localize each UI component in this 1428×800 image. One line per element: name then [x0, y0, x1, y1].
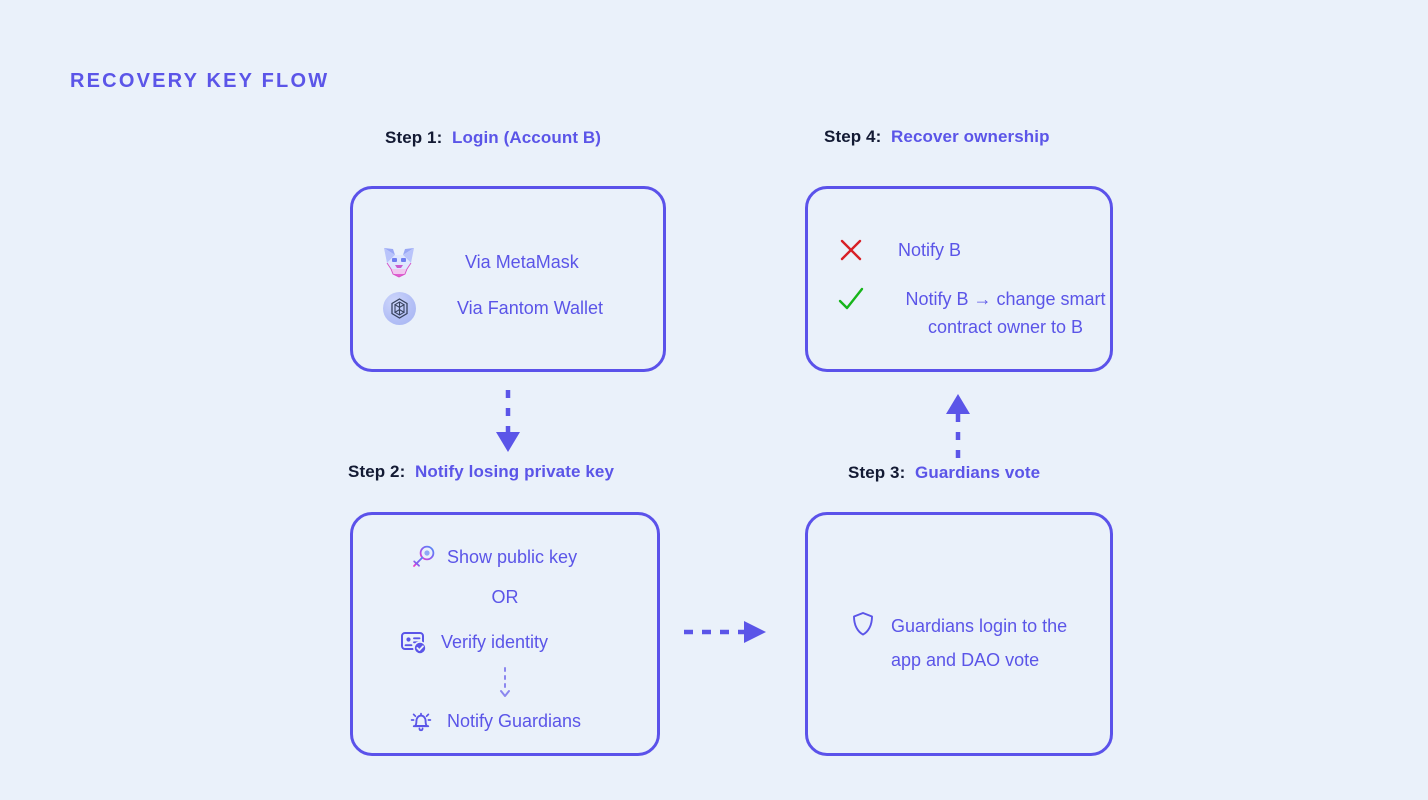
notify-option-show-public-key[interactable]: Show public key — [409, 543, 577, 571]
step-1-label: Step 1: Login (Account B) — [385, 128, 601, 148]
notify-option-verify-identity-label: Verify identity — [441, 631, 549, 652]
x-mark-icon — [836, 235, 866, 265]
step-2-name: Notify losing private key — [415, 462, 615, 481]
step-4-label: Step 4: Recover ownership — [824, 127, 1050, 147]
metamask-fox-icon — [381, 244, 417, 280]
login-option-fantom[interactable]: Via Fantom Wallet — [381, 290, 603, 326]
step-4-name: Recover ownership — [891, 127, 1050, 146]
id-card-verified-icon — [399, 627, 429, 657]
login-option-fantom-label: Via Fantom Wallet — [457, 297, 604, 318]
notify-option-notify-guardians-label: Notify Guardians — [447, 710, 582, 731]
notify-option-verify-identity[interactable]: Verify identity — [399, 627, 548, 657]
recover-option-accept-label: Notify B → change smart contract owner t… — [905, 289, 1106, 337]
page-title: RECOVERY KEY FLOW — [70, 70, 330, 92]
notify-or-label: OR — [491, 587, 519, 607]
recover-option-accept[interactable]: Notify B → change smart contract owner t… — [836, 285, 1113, 341]
login-option-metamask[interactable]: Via MetaMask — [381, 244, 579, 280]
guardians-vote-label: Guardians login to the app and DAO vote — [891, 616, 1068, 670]
recover-option-reject-label: Notify B — [898, 239, 962, 260]
step-3-index: Step 3: — [848, 463, 911, 482]
guardians-vote-item[interactable]: Guardians login to the app and DAO vote — [850, 609, 1096, 677]
shield-icon — [850, 611, 876, 637]
step-1-box[interactable]: Via MetaMask Via Fantom Wallet — [350, 186, 666, 372]
step-1-index: Step 1: — [385, 128, 448, 147]
step-1-name: Login (Account B) — [452, 128, 602, 147]
step-3-box[interactable]: Guardians login to the app and DAO vote — [805, 512, 1113, 756]
notify-option-show-public-key-label: Show public key — [447, 546, 578, 567]
notify-or-separator: OR — [353, 587, 657, 608]
step-4-index: Step 4: — [824, 127, 887, 146]
step-3-label: Step 3: Guardians vote — [848, 463, 1040, 483]
recover-option-reject[interactable]: Notify B — [836, 235, 961, 265]
connector-step3-to-step4 — [930, 388, 986, 465]
step-3-name: Guardians vote — [915, 463, 1041, 482]
fantom-wallet-icon — [381, 290, 417, 326]
notify-option-notify-guardians[interactable]: Notify Guardians — [407, 707, 581, 735]
step-2-box[interactable]: Show public key OR Verify identity — [350, 512, 660, 756]
step-4-box[interactable]: Notify B Notify B → change smart contrac… — [805, 186, 1113, 372]
arrow-down-dotted-icon — [353, 667, 657, 703]
login-option-metamask-label: Via MetaMask — [465, 251, 579, 272]
key-icon — [409, 543, 437, 571]
step-2-label: Step 2: Notify losing private key — [348, 462, 614, 482]
step-2-index: Step 2: — [348, 462, 411, 481]
check-mark-icon — [836, 285, 866, 315]
bell-ringing-icon — [407, 707, 435, 735]
connector-step1-to-step2 — [480, 388, 536, 465]
connector-step2-to-step3 — [682, 614, 778, 655]
